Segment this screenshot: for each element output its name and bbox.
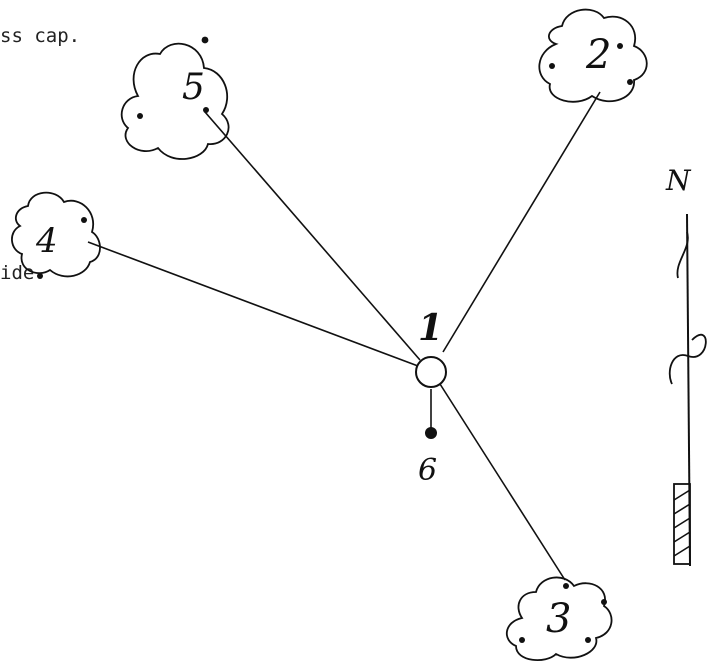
line-1-to-5	[204, 111, 421, 361]
node-label-3: 3	[546, 596, 571, 642]
node-1: 1	[415, 307, 447, 388]
node-label-2: 2	[585, 32, 611, 78]
typed-caption-fragment: ss cap.	[0, 25, 81, 47]
node-label-5: 5	[182, 67, 205, 108]
node-label-6: 6	[418, 453, 437, 488]
north-label: N	[665, 164, 692, 197]
node-label-1: 1	[418, 307, 443, 349]
node-6: 6	[418, 427, 437, 488]
north-arrow: N	[665, 164, 707, 567]
line-1-to-3	[439, 383, 566, 581]
cloud-2: 2	[538, 8, 648, 103]
node-label-4: 4	[35, 221, 58, 261]
connector-lines	[87, 91, 601, 581]
cloud-3: 3	[506, 576, 613, 661]
line-1-to-2	[442, 91, 601, 353]
cloud-5: 5	[120, 36, 230, 160]
cloud-4: 4	[11, 191, 101, 279]
line-1-to-4	[87, 241, 419, 367]
